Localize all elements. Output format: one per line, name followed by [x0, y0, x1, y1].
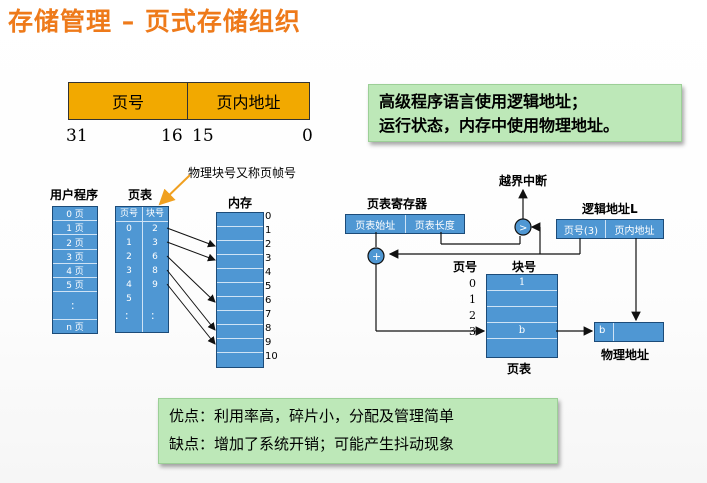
memory-number: 0 — [265, 211, 272, 222]
user-page-row: 3 页 — [53, 248, 97, 263]
note-line-2: 运行状态，内存中使用物理地址。 — [379, 116, 620, 135]
page-table-cell: 8 — [152, 266, 158, 276]
mapping-arrow — [166, 269, 216, 331]
logical-offset-field: 页内地址 — [614, 225, 655, 237]
page-table-right: 1 b — [486, 274, 558, 358]
logical-address-box: 页号(3) 页内地址 — [556, 219, 664, 239]
mapping-arrow — [166, 241, 216, 262]
user-page-row: n 页 — [53, 318, 97, 333]
page-table-cell: ： — [124, 312, 134, 322]
memory-number: 1 — [265, 225, 272, 236]
user-page-row: 4 页 — [53, 262, 97, 277]
page-number: 1 — [469, 293, 476, 306]
user-program-label: 用户程序 — [50, 188, 99, 202]
page-num-label: 页号 — [453, 260, 478, 274]
page-table-cell: 9 — [152, 280, 158, 290]
register-label: 页表寄存器 — [367, 197, 428, 211]
page-table-cell: 6 — [152, 252, 158, 262]
memory-number: 10 — [265, 351, 278, 362]
page-title: 存储管理 – 页式存储组织 — [8, 7, 301, 36]
physical-address-box: b — [594, 322, 664, 342]
page-table-cell: 1 — [126, 238, 132, 248]
page-table-entry — [487, 307, 557, 323]
memory-block-numbers: 0 1 2 3 4 5 6 7 8 9 10 — [265, 210, 278, 364]
page-table-cell: 5 — [126, 294, 132, 304]
page-table-entry: b — [487, 323, 557, 339]
physical-address-label: 物理地址 — [601, 348, 650, 362]
cons-text: 缺点：增加了系统开销；可能产生抖动现象 — [169, 435, 455, 453]
page-table-entry — [487, 291, 557, 307]
user-page-row: 0 页 — [66, 210, 84, 221]
page-table-cell: 3 — [126, 266, 132, 276]
interrupt-label: 越界中断 — [499, 174, 548, 188]
page-table-cell: ： — [150, 312, 160, 322]
pros-cons-box: 优点：利用率高，碎片小，分配及管理简单 缺点：增加了系统开销；可能产生抖动现象 — [158, 398, 558, 464]
mapping-arrow — [166, 227, 216, 248]
memory-number: 8 — [265, 323, 272, 334]
memory-number: 2 — [265, 239, 272, 250]
memory-number: 7 — [265, 309, 272, 320]
page-table-cell: 4 — [126, 280, 132, 290]
mapping-arrow — [166, 283, 216, 345]
page-table-row: ：： — [116, 310, 168, 324]
note-line-1: 高级程序语言使用逻辑地址； — [379, 92, 588, 111]
user-program-stack: 0 页 1 页 2 页 3 页 4 页 5 页 ： n 页 — [52, 206, 98, 334]
pros-text: 优点：利用率高，碎片小，分配及管理简单 — [169, 407, 455, 425]
adder-symbol: + — [372, 250, 381, 263]
bit-16: 16 — [161, 126, 183, 146]
bit-15: 15 — [192, 126, 214, 146]
user-page-row: 2 页 — [53, 234, 97, 249]
page-table-row: 5 — [116, 292, 168, 306]
comparator-symbol: > — [519, 223, 527, 234]
logical-page-field: 页号(3) — [557, 220, 606, 238]
page-table-cell: 2 — [152, 224, 158, 234]
physical-frame-field: b — [599, 325, 606, 336]
page-table-header: 块号 — [145, 209, 164, 219]
page-table-cell: 2 — [126, 252, 132, 262]
page-table-label-left: 页表 — [128, 188, 153, 202]
memory-label: 内存 — [228, 196, 253, 210]
page-number: 0 — [469, 277, 476, 290]
page-table-label-right: 页表 — [507, 362, 532, 376]
page-table-header: 页号 — [119, 209, 138, 219]
user-page-row: 5 页 — [53, 277, 97, 291]
page-table-cell: 0 — [126, 224, 132, 234]
user-page-row: ： — [53, 291, 97, 318]
page-number: 2 — [469, 309, 476, 322]
page-table-entry: 1 — [487, 275, 557, 291]
register-base-field: 页表始址 — [346, 215, 406, 233]
page-table-header-row: 页号 块号 — [116, 207, 168, 222]
mapping-arrow — [166, 255, 216, 303]
memory-number: 3 — [265, 253, 272, 264]
register-length-field: 页表长度 — [414, 220, 455, 232]
memory-number: 4 — [265, 267, 272, 278]
memory-number: 9 — [265, 337, 272, 348]
annotation-arrow — [158, 174, 191, 206]
page-table-cell: 3 — [152, 238, 158, 248]
page-table-register: 页表始址 页表长度 — [345, 214, 465, 234]
bit-31: 31 — [66, 126, 88, 146]
page-offset-field: 页内地址 — [216, 93, 281, 112]
address-format-bar: 页号 页内地址 — [68, 82, 310, 120]
block-num-label: 块号 — [512, 260, 537, 274]
page-number-field: 页号 — [69, 83, 188, 119]
memory-stack — [216, 212, 264, 368]
logical-address-label: 逻辑地址L — [582, 202, 638, 216]
bit-0: 0 — [302, 126, 313, 146]
frame-number-annotation: 物理块号又称页帧号 — [188, 166, 297, 180]
address-note-box: 高级程序语言使用逻辑地址； 运行状态，内存中使用物理地址。 — [368, 84, 682, 142]
memory-number: 5 — [265, 281, 272, 292]
user-page-row: 1 页 — [53, 220, 97, 234]
memory-number: 6 — [265, 295, 272, 306]
